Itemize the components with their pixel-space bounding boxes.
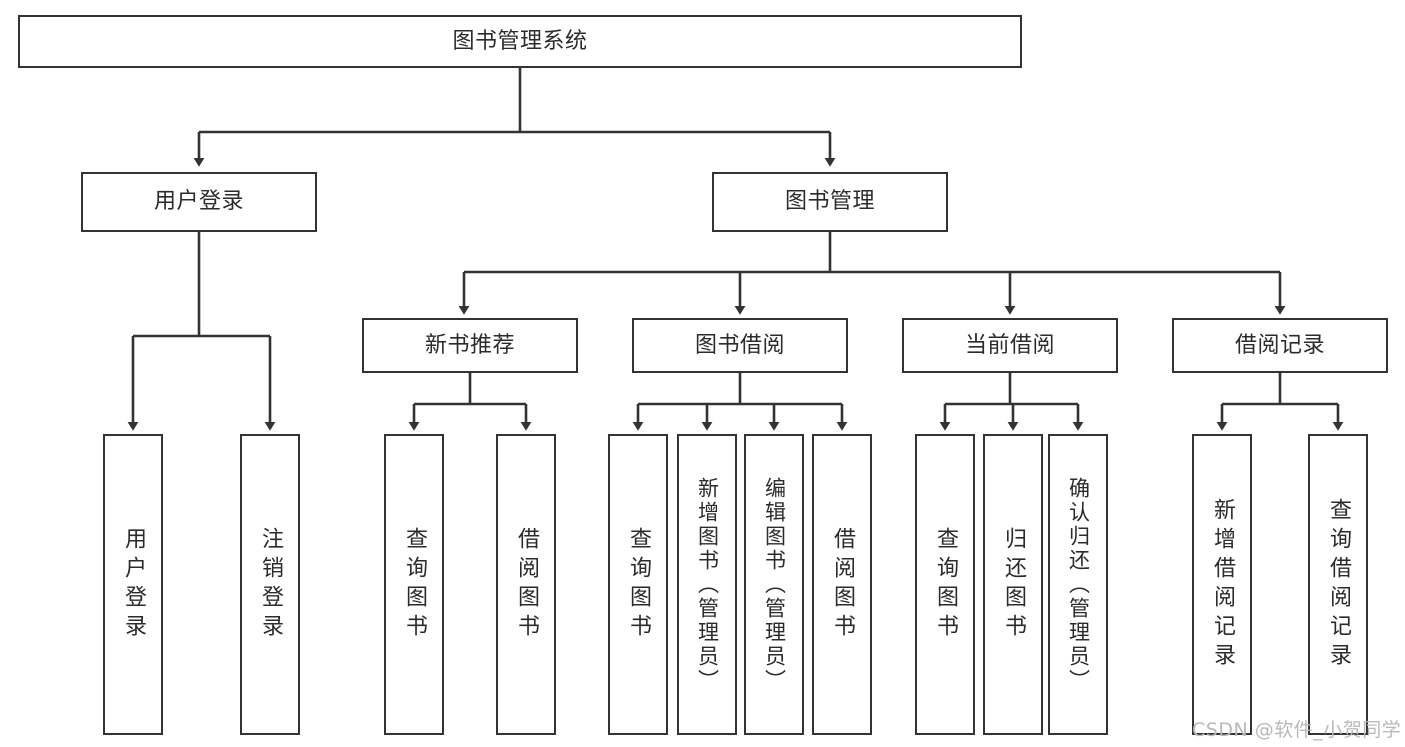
node-new-book-recommend[interactable]: 新书推荐 — [362, 318, 578, 373]
node-current-borrow[interactable]: 当前借阅 — [902, 318, 1118, 373]
node-leaf-user-login-label: 用户登录 — [121, 526, 146, 643]
node-leaf-borrow-add-label: 新增图书（管理员） — [695, 476, 720, 693]
node-leaf-logout[interactable]: 注销登录 — [240, 434, 300, 735]
node-leaf-current-confirm-return-label: 确认归还（管理员） — [1066, 476, 1091, 693]
node-borrow-record[interactable]: 借阅记录 — [1172, 318, 1388, 373]
node-root[interactable]: 图书管理系统 — [18, 15, 1022, 68]
node-book-borrow-label: 图书借阅 — [694, 332, 785, 358]
node-book-management-label: 图书管理 — [784, 189, 875, 215]
node-leaf-borrow-edit-label: 编辑图书（管理员） — [762, 476, 787, 693]
node-leaf-borrow-borrow[interactable]: 借阅图书 — [812, 434, 872, 735]
node-leaf-borrow-borrow-label: 借阅图书 — [830, 526, 855, 643]
node-leaf-current-return-label: 归还图书 — [1001, 526, 1026, 643]
watermark-text: CSDN @软件_小贺同学 — [1192, 719, 1402, 741]
node-leaf-current-confirm-return[interactable]: 确认归还（管理员） — [1048, 434, 1108, 735]
node-current-borrow-label: 当前借阅 — [964, 332, 1055, 358]
node-leaf-borrow-edit[interactable]: 编辑图书（管理员） — [744, 434, 804, 735]
node-leaf-newbook-search-label: 查询图书 — [402, 526, 427, 643]
node-leaf-logout-label: 注销登录 — [258, 526, 283, 643]
node-borrow-record-label: 借阅记录 — [1234, 332, 1325, 358]
node-leaf-record-add[interactable]: 新增借阅记录 — [1192, 434, 1252, 735]
node-user-login[interactable]: 用户登录 — [81, 172, 317, 232]
node-leaf-record-add-label: 新增借阅记录 — [1210, 497, 1235, 672]
node-leaf-current-return[interactable]: 归还图书 — [983, 434, 1043, 735]
node-leaf-newbook-borrow[interactable]: 借阅图书 — [496, 434, 556, 735]
node-leaf-borrow-search-label: 查询图书 — [626, 526, 651, 643]
node-leaf-borrow-add[interactable]: 新增图书（管理员） — [677, 434, 737, 735]
node-book-borrow[interactable]: 图书借阅 — [632, 318, 848, 373]
node-leaf-record-search[interactable]: 查询借阅记录 — [1308, 434, 1368, 735]
node-book-management[interactable]: 图书管理 — [712, 172, 948, 232]
node-leaf-current-search-label: 查询图书 — [933, 526, 958, 643]
node-leaf-borrow-search[interactable]: 查询图书 — [608, 434, 668, 735]
node-leaf-record-search-label: 查询借阅记录 — [1326, 497, 1351, 672]
node-root-label: 图书管理系统 — [452, 28, 588, 54]
node-user-login-label: 用户登录 — [153, 189, 244, 215]
node-leaf-current-search[interactable]: 查询图书 — [915, 434, 975, 735]
node-leaf-newbook-search[interactable]: 查询图书 — [384, 434, 444, 735]
node-leaf-user-login[interactable]: 用户登录 — [103, 434, 163, 735]
node-leaf-newbook-borrow-label: 借阅图书 — [514, 526, 539, 643]
node-new-book-recommend-label: 新书推荐 — [424, 332, 515, 358]
